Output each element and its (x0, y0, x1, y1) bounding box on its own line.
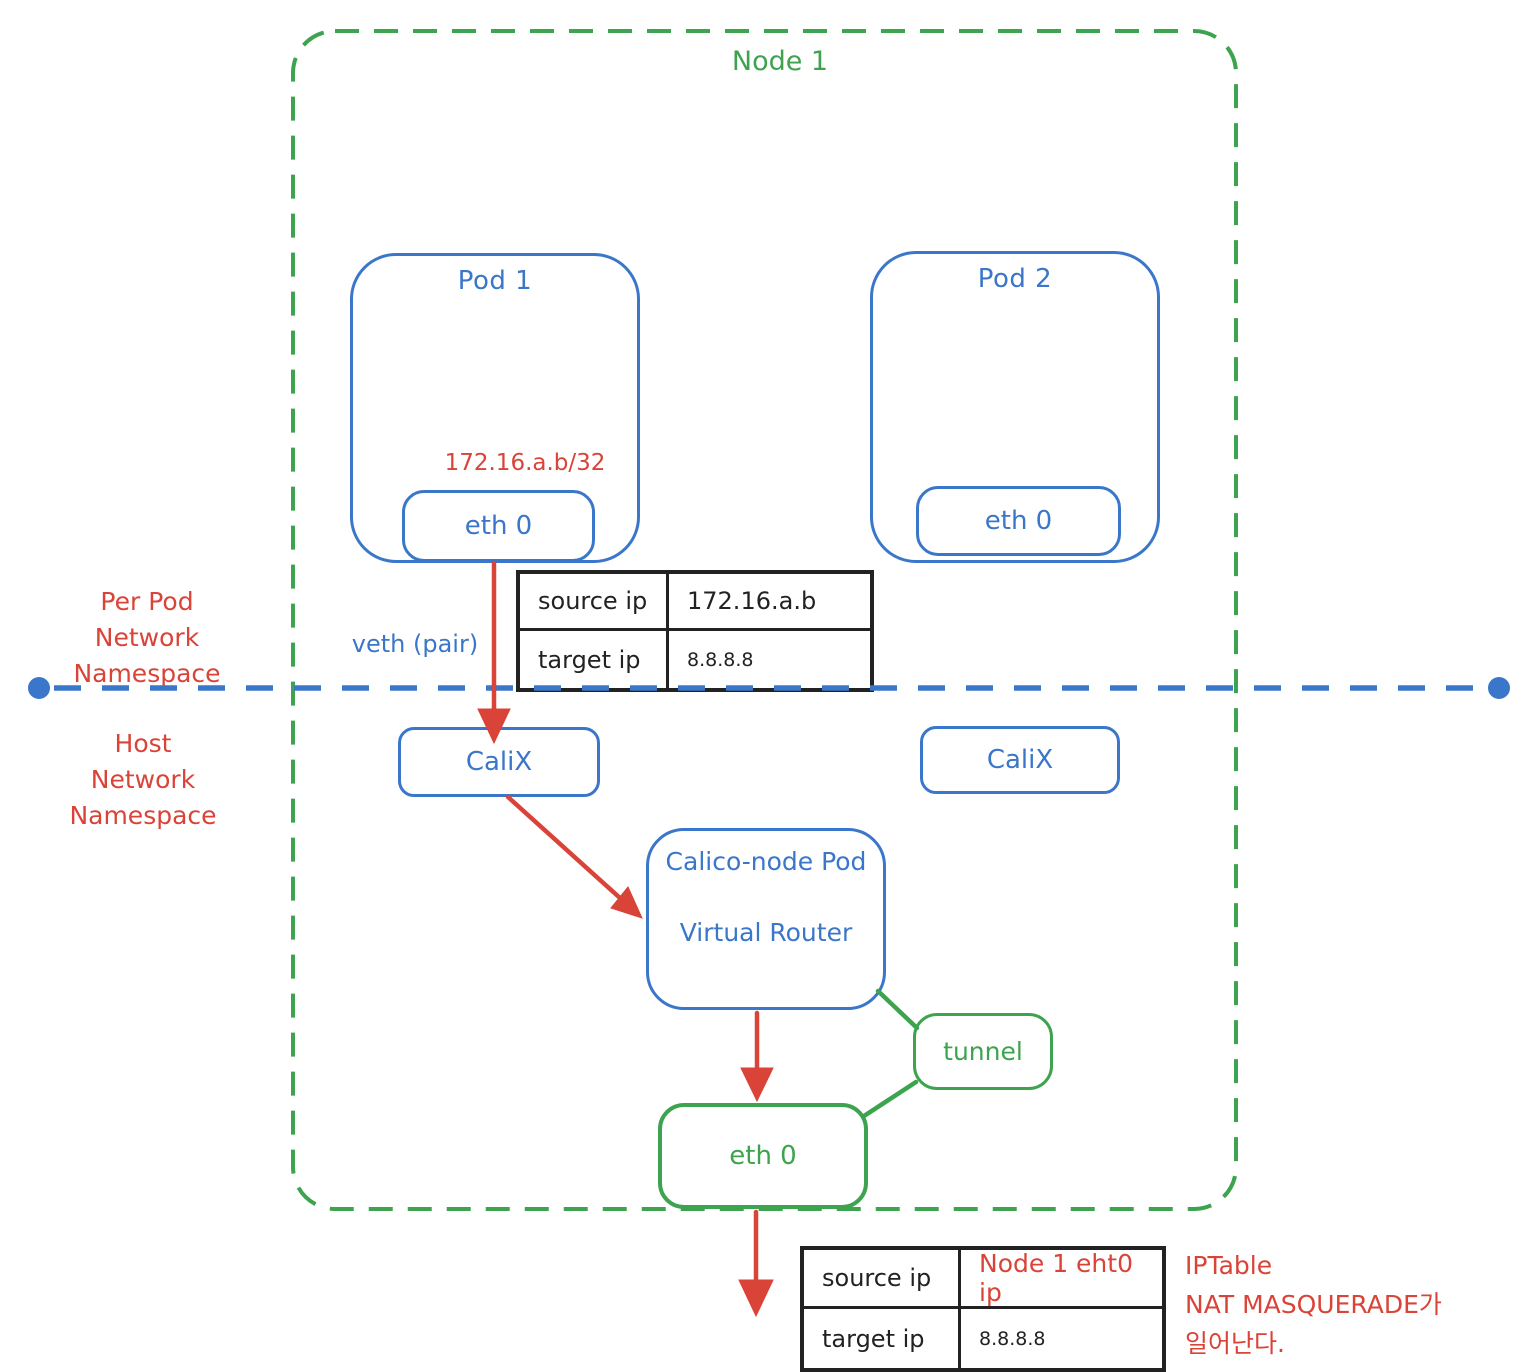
router-tunnel-connector (875, 988, 920, 1031)
arrow-calix-to-router (505, 794, 643, 919)
calix-left-label: CaliX (465, 747, 533, 777)
per-pod-namespace-label: Per Pod Network Namespace (22, 584, 272, 692)
veth-pair-label: veth (pair) (351, 630, 479, 658)
nat-table-node-target-value: 8.8.8.8 (979, 1327, 1046, 1350)
nat-table-pod-target-value: 8.8.8.8 (687, 648, 754, 671)
host-eth0-label: eth 0 (729, 1141, 797, 1171)
nat-table-pod-source-key: source ip (520, 574, 669, 631)
pod1-eth0-box: eth 0 (402, 490, 595, 562)
calico-node-pod-title: Calico-node Pod (665, 847, 867, 876)
node1-label: Node 1 (731, 46, 829, 77)
tunnel-connectors (861, 988, 920, 1119)
pod1-title: Pod 1 (457, 266, 533, 296)
iptable-note-line3: 일어난다. (1185, 1329, 1285, 1358)
nat-table-pod-target-key: target ip (520, 631, 669, 688)
nat-table-node: source ip Node 1 eht0 ip target ip 8.8.8… (800, 1246, 1166, 1372)
tunnel-label: tunnel (943, 1037, 1023, 1066)
host-eth0-box: eth 0 (658, 1103, 868, 1209)
host-namespace-line2: Network Namespace (69, 765, 217, 830)
calix-right-label: CaliX (986, 745, 1054, 775)
host-namespace-label: Host Network Namespace (18, 726, 268, 834)
tunnel-box: tunnel (913, 1013, 1053, 1090)
pod1-eth0-label: eth 0 (464, 511, 533, 541)
calix-left-box: CaliX (398, 727, 600, 797)
pod2-eth0-label: eth 0 (984, 506, 1053, 536)
nat-table-node-target-key: target ip (804, 1309, 961, 1368)
arrow-router-to-eth0 (740, 1010, 774, 1103)
per-pod-namespace-line2: Network Namespace (73, 623, 221, 688)
nat-table-pod: source ip 172.16.a.b target ip 8.8.8.8 (516, 570, 874, 692)
nat-table-node-source-value: Node 1 eht0 ip (961, 1249, 1162, 1309)
host-namespace-line1: Host (114, 729, 172, 758)
arrow-eth0-out (738, 1209, 774, 1318)
pod1-ip-label: 172.16.a.b/32 (444, 450, 606, 476)
calico-node-pod-box: Calico-node Pod Virtual Router (646, 828, 886, 1010)
iptable-note-line1: IPTable (1185, 1251, 1273, 1280)
per-pod-namespace-line1: Per Pod (100, 587, 194, 616)
tunnel-eth0-connector (861, 1079, 919, 1119)
pod2-eth0-box: eth 0 (916, 486, 1121, 556)
virtual-router-label: Virtual Router (679, 918, 853, 947)
nat-table-node-source-key: source ip (804, 1250, 961, 1309)
nat-table-pod-source-value: 172.16.a.b (669, 574, 870, 631)
iptable-note-line2: NAT MASQUERADE가 (1185, 1290, 1442, 1319)
divider-dot-right (1488, 677, 1510, 699)
iptable-note: IPTable NAT MASQUERADE가 일어난다. (1185, 1246, 1442, 1363)
pod2-title: Pod 2 (977, 264, 1053, 294)
calix-right-box: CaliX (920, 726, 1120, 794)
